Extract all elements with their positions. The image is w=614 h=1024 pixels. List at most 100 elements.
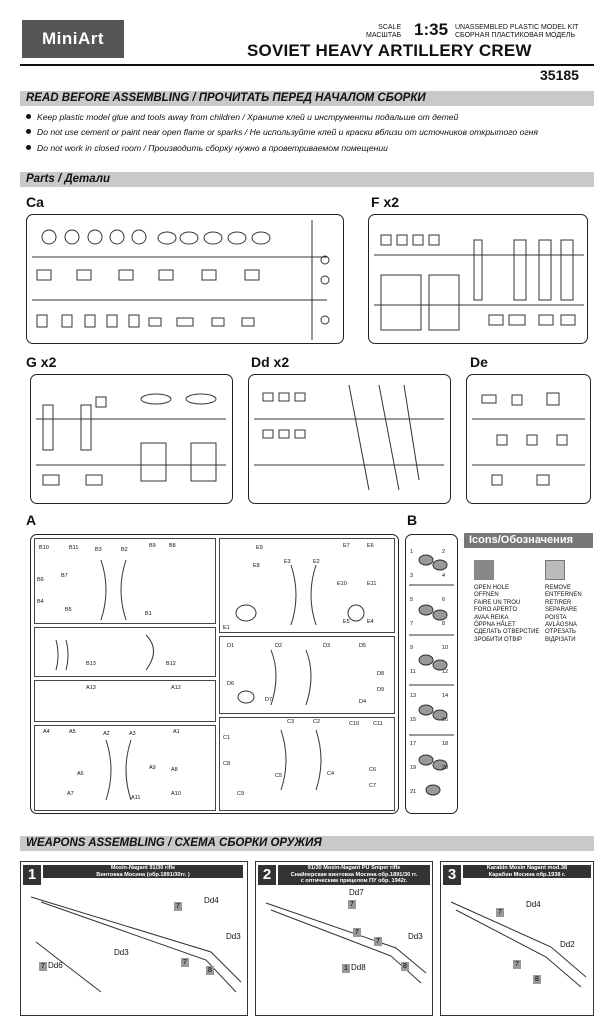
part-number: 10 (442, 645, 449, 651)
sprue-dd-drawing (254, 384, 444, 491)
step-title-ru2: с оптическим прицелом ПУ обр. 1942г. (300, 878, 408, 885)
part-tag: 7 (353, 928, 361, 937)
sprue-label-b: B (407, 512, 418, 528)
part-number: D1 (227, 643, 235, 649)
part-number: 19 (410, 765, 417, 771)
part-number: C8 (223, 761, 231, 767)
part-label: Dd2 (560, 940, 575, 949)
part-tag: 8 (206, 966, 214, 975)
part-number: C11 (373, 721, 383, 727)
part-number: B10 (39, 545, 49, 551)
part-number: D2 (275, 643, 283, 649)
part-number: D8 (377, 671, 385, 677)
part-number: D4 (359, 699, 367, 705)
scale-label-ru: МАСШТАБ (366, 32, 402, 39)
part-label: Dd4 (526, 900, 541, 909)
part-number: A12 (171, 685, 181, 691)
step-number: 2 (258, 865, 276, 885)
part-number: B5 (65, 607, 72, 613)
sprue-label-f: F x2 (371, 194, 400, 210)
part-number: 21 (410, 789, 417, 795)
step-title-en: 91/30 Mosin-Nagant PU Sniper rifle (307, 865, 401, 871)
part-number: B11 (69, 545, 79, 551)
part-number: A9 (149, 765, 156, 771)
remove-icon (545, 560, 565, 580)
part-number: A10 (171, 791, 181, 797)
part-number: B13 (86, 661, 96, 667)
scale-value: 1:35 (414, 20, 449, 39)
part-label: Dd3 (226, 932, 241, 941)
part-number: 13 (410, 693, 417, 699)
part-number: A2 (103, 731, 110, 737)
step-title: Karabin Mosin Nagant mod.38 Карабин Моси… (463, 865, 591, 879)
sprue-a-drawing (55, 559, 365, 801)
part-number: 20 (442, 765, 449, 771)
remove-text: REMOVE ENTFERNEN RETIRER SEPARARE POISTA… (545, 585, 582, 643)
part-number: C5 (275, 773, 283, 779)
sprue-a-cell (219, 538, 395, 633)
part-number: D7 (265, 697, 273, 703)
rifle-1-drawing (30, 896, 242, 993)
sprue-ca (26, 214, 344, 344)
part-number: B6 (37, 577, 44, 583)
step-title-ru: Снайперская винтовка Мосина обр.1891/30 … (290, 871, 418, 878)
part-number: E9 (256, 545, 263, 551)
kit-type-ru: СБОРНАЯ ПЛАСТИКОВАЯ МОДЕЛЬ (455, 32, 575, 39)
part-number: 2 (442, 549, 446, 555)
read-before-heading: READ BEFORE ASSEMBLING / ПРОЧИТАТЬ ПЕРЕД… (20, 91, 594, 106)
part-number: C6 (369, 767, 377, 773)
warning-text: Keep plastic model glue and tools away f… (37, 112, 459, 122)
sprue-label-dd: Dd x2 (251, 354, 290, 370)
kit-type: UNASSEMBLED PLASTIC MODEL KIT СБОРНАЯ ПЛ… (455, 24, 578, 40)
warning-2: Do not use cement or paint near open fla… (26, 127, 538, 137)
part-number: E3 (284, 559, 291, 565)
step-title-en: Karabin Mosin Nagant mod.38 (486, 865, 568, 871)
step-title-ru: Карабин Мосина обр.1938 г. (488, 871, 566, 878)
part-number: B12 (166, 661, 176, 667)
warning-text: Do not work in closed room / Производить… (37, 143, 388, 153)
icons-heading: Icons/Обозначения (464, 533, 593, 548)
sprue-g (30, 374, 233, 504)
sprue-label-ca: Ca (26, 194, 44, 210)
step-number: 3 (443, 865, 461, 885)
step-number: 1 (23, 865, 41, 885)
sprue-label-a: A (26, 512, 37, 528)
part-number: B4 (37, 599, 44, 605)
part-number: A1 (173, 729, 180, 735)
weapon-step-2: 2 91/30 Mosin-Nagant PU Sniper rifle Сна… (255, 861, 433, 1016)
part-number: A11 (131, 795, 141, 801)
part-number: 9 (410, 645, 414, 651)
part-number: B2 (121, 547, 128, 553)
part-number: E5 (343, 619, 350, 625)
part-tag: 7 (39, 962, 47, 971)
warning-1: Keep plastic model glue and tools away f… (26, 112, 458, 122)
part-number: A5 (69, 729, 76, 735)
weapons-heading: WEAPONS ASSEMBLING / СХЕМА СБОРКИ ОРУЖИЯ (20, 836, 594, 851)
rifle-3-drawing (450, 901, 587, 988)
part-tag: 8 (533, 975, 541, 984)
step-title: 91/30 Mosin-Nagant PU Sniper rifle Снайп… (278, 865, 430, 885)
part-ref: Dd6 (48, 961, 63, 970)
sprue-b-drawing (409, 554, 454, 796)
part-number: E6 (367, 543, 374, 549)
kit-number: 35185 (540, 67, 579, 83)
sprue-label-de: De (470, 354, 488, 370)
sprue-a-cell (34, 680, 216, 722)
part-tag: 7 (174, 902, 182, 911)
page-title: SOVIET HEAVY ARTILLERY CREW (247, 41, 532, 60)
part-ref: Dd8 (351, 963, 366, 972)
bullet-icon (26, 145, 31, 150)
part-number: 6 (442, 597, 446, 603)
part-number: A3 (129, 731, 136, 737)
part-number: 16 (442, 717, 449, 723)
part-number: E4 (367, 619, 374, 625)
part-tag: 7 (513, 960, 521, 969)
miniart-logo: MiniArt (22, 20, 124, 58)
part-number: E11 (367, 581, 377, 587)
part-number: E2 (313, 559, 320, 565)
sprue-f (368, 214, 588, 344)
part-number: 7 (410, 621, 414, 627)
